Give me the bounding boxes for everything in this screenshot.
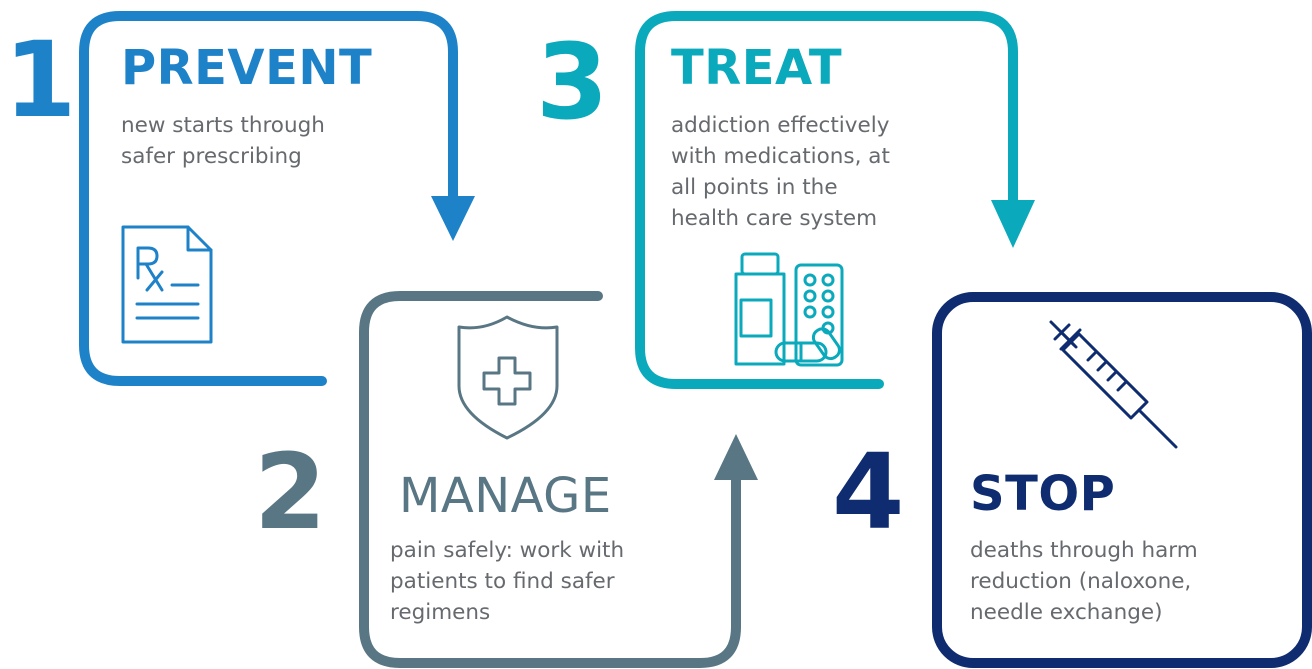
step-3-title: TREAT xyxy=(671,40,843,96)
step-3-line: addiction effectively xyxy=(671,113,890,138)
prescription-document-icon xyxy=(121,225,213,344)
step-2-description: pain safely: work with patients to find … xyxy=(390,535,690,628)
manage-arrow-head xyxy=(714,434,758,480)
treat-arrow-head xyxy=(991,200,1035,248)
step-4-description: deaths through harm reduction (naloxone,… xyxy=(970,535,1260,628)
step-1-title: PREVENT xyxy=(121,40,373,96)
stop-box-frame xyxy=(932,292,1312,668)
step-4-line: deaths through harm xyxy=(970,538,1198,563)
prevent-arrow-head xyxy=(431,196,475,241)
step-3-description: addiction effectively with medications, … xyxy=(671,110,951,234)
step-4-line: needle exchange) xyxy=(970,600,1163,625)
step-1-description: new starts through safer prescribing xyxy=(121,110,391,172)
step-3-number: 3 xyxy=(536,21,609,143)
step-2-line: regimens xyxy=(390,600,491,625)
step-4-line: reduction (naloxone, xyxy=(970,569,1192,594)
step-3-line: all points in the xyxy=(671,175,838,200)
step-1-line: new starts through xyxy=(121,113,325,138)
step-2-number: 2 xyxy=(254,431,327,553)
manage-box-frame xyxy=(359,291,741,668)
prevent-box-frame xyxy=(79,11,458,386)
syringe-icon xyxy=(1049,320,1178,449)
step-2-line: pain safely: work with xyxy=(390,538,625,563)
shield-plus-icon xyxy=(457,315,559,440)
step-1-line: safer prescribing xyxy=(121,144,302,169)
step-1-number: 1 xyxy=(4,19,77,141)
step-4-number: 4 xyxy=(832,431,905,553)
step-3-line: with medications, at xyxy=(671,144,890,169)
step-2-line: patients to find safer xyxy=(390,569,615,594)
step-4-title: STOP xyxy=(970,466,1116,522)
medication-bottle-pills-icon xyxy=(734,252,844,367)
step-2-title: MANAGE xyxy=(399,468,612,524)
step-3-line: health care system xyxy=(671,206,878,231)
treat-box-frame xyxy=(635,11,1018,389)
